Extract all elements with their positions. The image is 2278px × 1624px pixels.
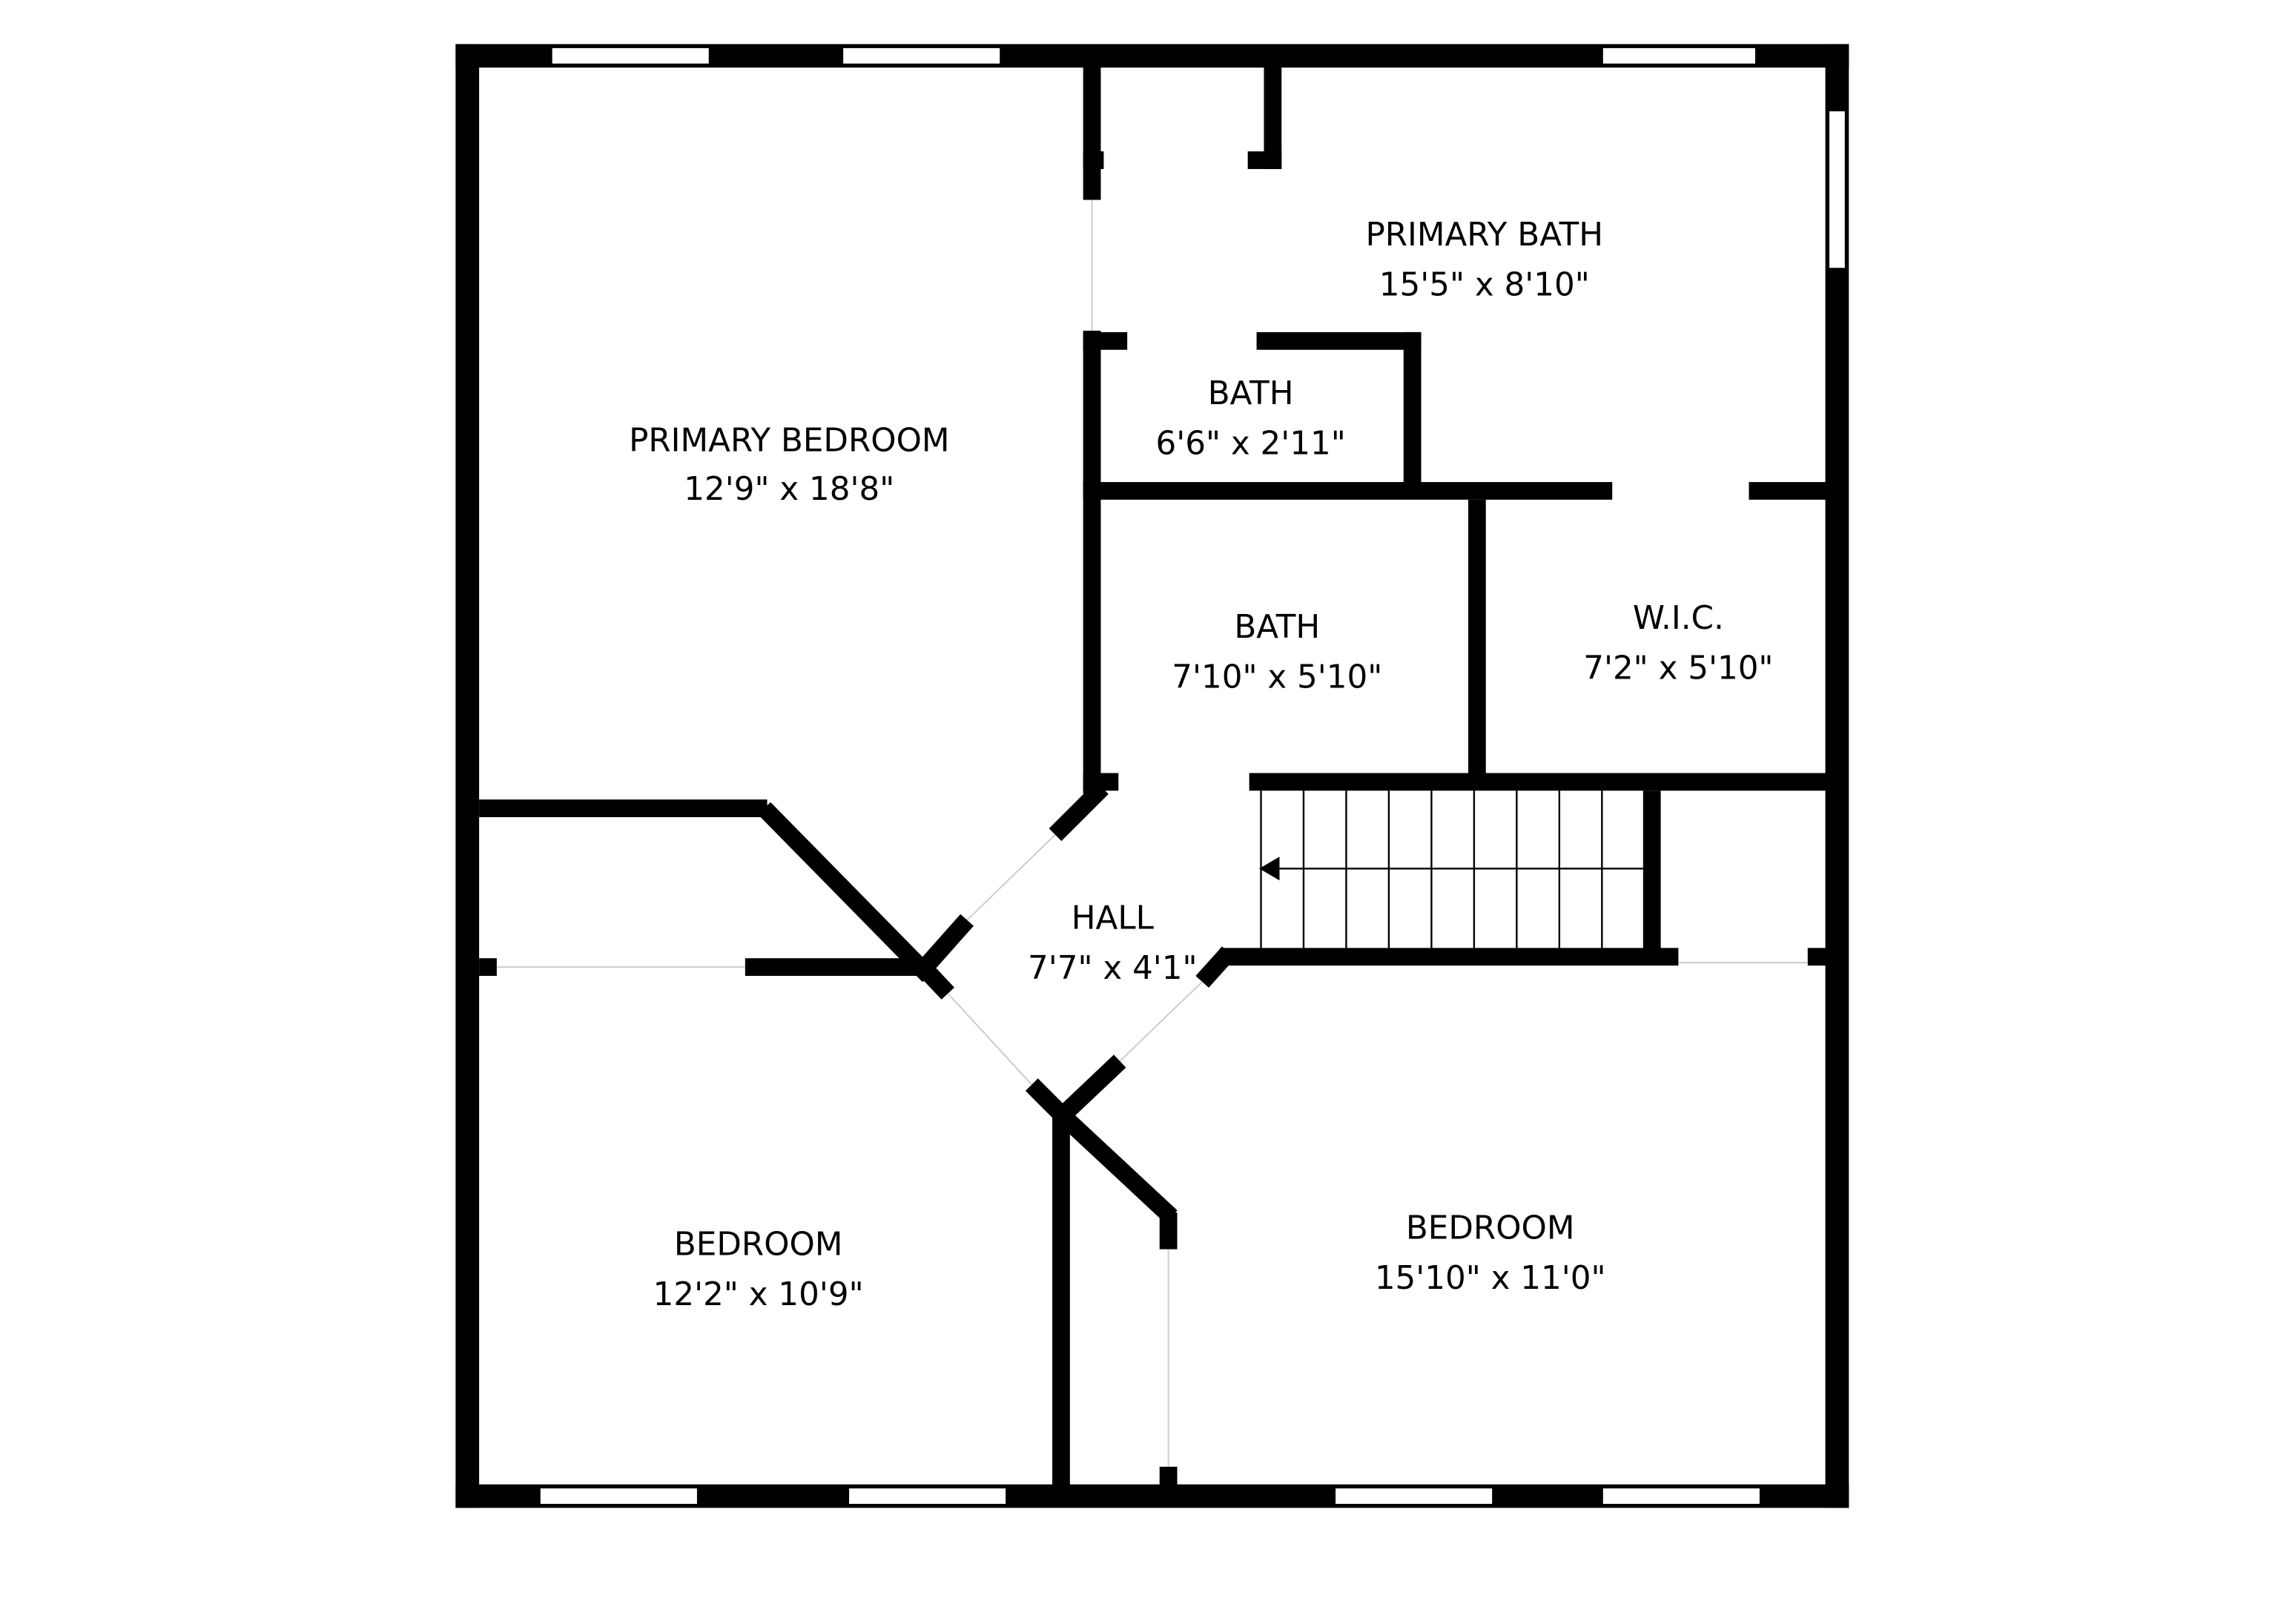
room-size: 6'6" x 2'11": [1155, 425, 1345, 462]
wall: [1256, 331, 1422, 350]
room-name: PRIMARY BATH: [1365, 217, 1603, 254]
window: [1600, 45, 1757, 66]
wall-left: [455, 44, 480, 1508]
window: [841, 45, 1003, 66]
wall: [1749, 482, 1838, 500]
room-name: BATH: [1234, 609, 1320, 646]
window: [847, 1486, 1008, 1506]
wall: [1083, 331, 1128, 350]
wall: [479, 958, 497, 976]
wall: [1083, 330, 1101, 794]
room-size: 12'2" x 10'9": [653, 1276, 864, 1313]
stairs: [1259, 790, 1643, 948]
window: [1600, 1486, 1762, 1506]
wall: [1083, 151, 1104, 169]
windows: [538, 45, 1847, 1506]
window: [1827, 109, 1847, 271]
room-size: 12'9" x 18'8": [684, 471, 894, 508]
wall: [1403, 331, 1422, 494]
wall: [1159, 1466, 1178, 1489]
wall: [1807, 948, 1838, 966]
wall: [1083, 65, 1101, 200]
wall: [1247, 151, 1282, 169]
wall: [1083, 482, 1613, 500]
room-labels: PRIMARY BEDROOM 12'9" x 18'8" PRIMARY BA…: [629, 217, 1773, 1313]
room-name: W.I.C.: [1633, 600, 1724, 637]
window: [1333, 1486, 1495, 1506]
room-size: 15'5" x 8'10": [1379, 266, 1590, 303]
room-size: 7'2" x 5'10": [1583, 650, 1773, 687]
wall: [1468, 499, 1486, 782]
room-name: BATH: [1208, 375, 1294, 412]
room-name: HALL: [1072, 900, 1155, 937]
wall: [1220, 948, 1679, 966]
wall: [1052, 1109, 1070, 1492]
wall: [745, 958, 923, 976]
wall: [1249, 773, 1838, 791]
room-name: BEDROOM: [674, 1227, 843, 1264]
room-size: 7'7" x 4'1": [1028, 950, 1198, 987]
wall: [1264, 65, 1282, 169]
window: [538, 1486, 699, 1506]
room-name: PRIMARY BEDROOM: [629, 422, 949, 459]
wall: [479, 799, 767, 817]
wall: [1643, 790, 1661, 963]
window: [549, 45, 711, 66]
room-size: 15'10" x 11'0": [1375, 1260, 1606, 1297]
room-size: 7'10" x 5'10": [1172, 659, 1382, 696]
room-name: BEDROOM: [1406, 1210, 1575, 1247]
